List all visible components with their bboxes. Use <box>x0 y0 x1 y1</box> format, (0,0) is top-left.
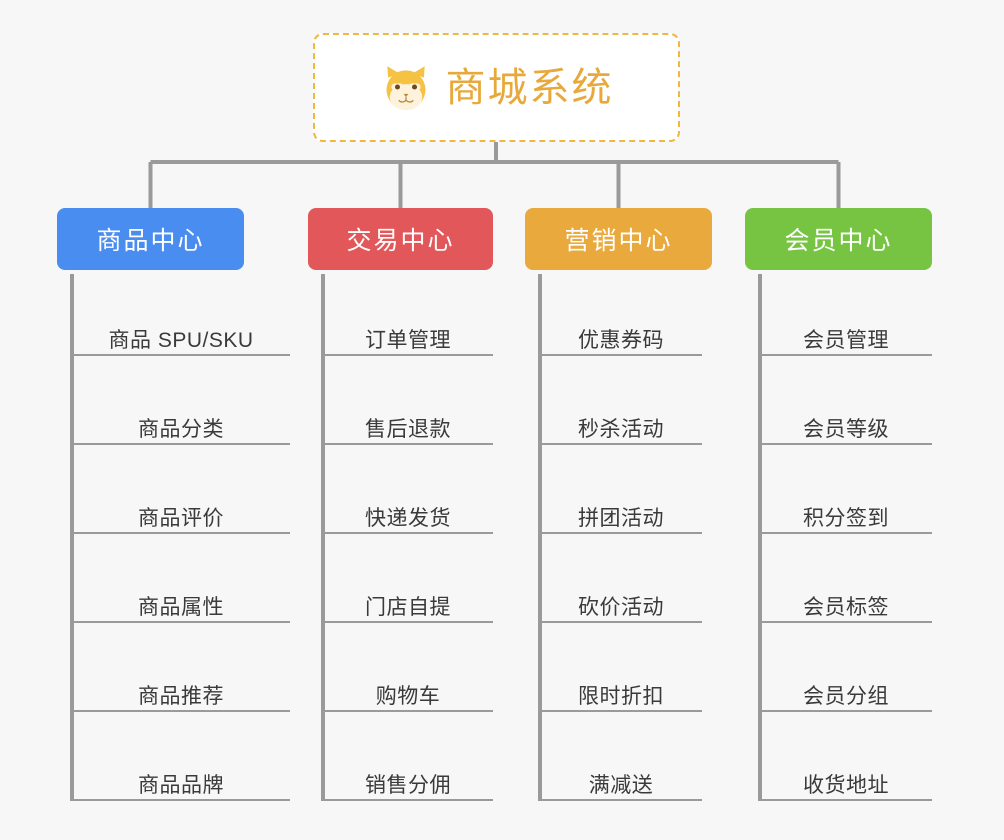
leaf-item-label: 商品属性 <box>138 595 224 619</box>
leaf-item[interactable]: 商品 SPU/SKU <box>72 322 290 356</box>
leaf-item-label: 商品评价 <box>138 506 224 530</box>
leaf-item-label: 快递发货 <box>365 506 451 530</box>
leaf-item[interactable]: 积分签到 <box>760 500 932 534</box>
column-header-trade-center[interactable]: 交易中心 <box>308 208 493 270</box>
leaf-item-label: 商品 SPU/SKU <box>108 328 254 352</box>
leaf-item-label: 商品推荐 <box>138 684 224 708</box>
leaf-item[interactable]: 销售分佣 <box>323 767 493 801</box>
root-title: 商城系统 <box>445 65 614 110</box>
leaf-item[interactable]: 门店自提 <box>323 589 493 623</box>
leaf-item[interactable]: 商品评价 <box>72 500 290 534</box>
column-header-member-center[interactable]: 会员中心 <box>745 208 932 270</box>
column-header-label: 商品中心 <box>96 227 205 255</box>
column-header-label: 营销中心 <box>564 227 673 255</box>
leaf-item[interactable]: 会员分组 <box>760 678 932 712</box>
leaf-item-label: 门店自提 <box>365 595 451 619</box>
leaf-item-label: 收货地址 <box>803 773 889 797</box>
leaf-item[interactable]: 秒杀活动 <box>540 411 702 445</box>
shiba-dog-icon <box>386 65 425 110</box>
leaf-item-label: 秒杀活动 <box>578 417 664 441</box>
leaf-item-label: 满减送 <box>588 773 654 797</box>
leaf-item-label: 会员等级 <box>803 417 889 441</box>
leaf-item-label: 商品分类 <box>138 417 224 441</box>
leaf-item[interactable]: 商品品牌 <box>72 767 290 801</box>
leaf-item[interactable]: 商品分类 <box>72 411 290 445</box>
leaf-item[interactable]: 会员管理 <box>760 322 932 356</box>
leaf-item-label: 积分签到 <box>803 506 889 530</box>
leaf-item[interactable]: 订单管理 <box>323 322 493 356</box>
leaf-item[interactable]: 收货地址 <box>760 767 932 801</box>
leaf-item[interactable]: 优惠券码 <box>540 322 702 356</box>
leaf-item-label: 商品品牌 <box>138 773 224 797</box>
leaf-item-label: 售后退款 <box>365 417 451 441</box>
column-header-marketing-center[interactable]: 营销中心 <box>525 208 712 270</box>
leaf-item-label: 会员标签 <box>803 595 889 619</box>
leaf-item-label: 购物车 <box>375 684 441 708</box>
leaf-item-label: 会员分组 <box>803 684 889 708</box>
leaf-item[interactable]: 购物车 <box>323 678 493 712</box>
leaf-item[interactable]: 售后退款 <box>323 411 493 445</box>
column-header-label: 会员中心 <box>784 227 893 255</box>
leaf-item[interactable]: 满减送 <box>540 767 702 801</box>
leaf-item[interactable]: 拼团活动 <box>540 500 702 534</box>
leaf-item[interactable]: 快递发货 <box>323 500 493 534</box>
leaf-item[interactable]: 砍价活动 <box>540 589 702 623</box>
leaf-item[interactable]: 限时折扣 <box>540 678 702 712</box>
leaf-item[interactable]: 会员等级 <box>760 411 932 445</box>
leaf-item-label: 订单管理 <box>365 328 451 352</box>
root-node[interactable]: 商城系统 <box>313 33 680 142</box>
leaf-item-label: 会员管理 <box>803 328 889 352</box>
leaf-item-label: 限时折扣 <box>578 684 664 708</box>
leaf-item-label: 销售分佣 <box>365 773 451 797</box>
leaf-item-label: 砍价活动 <box>578 595 664 619</box>
column-header-product-center[interactable]: 商品中心 <box>57 208 244 270</box>
leaf-item-label: 拼团活动 <box>578 506 664 530</box>
leaf-item[interactable]: 商品推荐 <box>72 678 290 712</box>
column-header-label: 交易中心 <box>346 227 455 255</box>
leaf-item[interactable]: 商品属性 <box>72 589 290 623</box>
leaf-item[interactable]: 会员标签 <box>760 589 932 623</box>
leaf-item-label: 优惠券码 <box>578 328 664 352</box>
